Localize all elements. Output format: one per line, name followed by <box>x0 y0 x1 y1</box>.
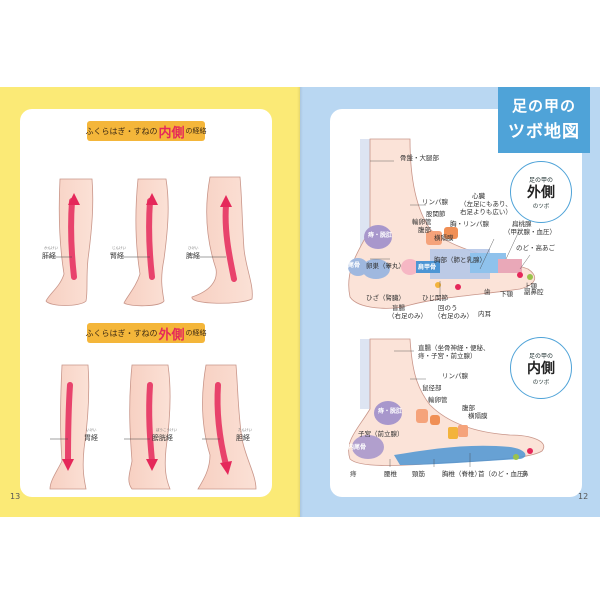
label-rectum: 直腸（坐骨神経・便秘、 <box>418 344 490 352</box>
leg-label-liver: 肝経 <box>42 252 56 260</box>
outer-meridian-banner: ふくらはぎ・すねの外側の経絡 <box>85 323 207 343</box>
right-page-number: 12 <box>578 492 589 501</box>
label-nose: 鼻 <box>522 470 529 478</box>
leg-label-bladder: 膀胱経 <box>152 434 173 442</box>
leg-label-stomach: 胃経 <box>84 434 98 442</box>
label-uterus: 子宮（前立腺） <box>358 430 404 438</box>
label-heart-note-2: 右足よりも広い） <box>460 208 512 216</box>
leg-ruby-3: ひけい <box>188 246 199 250</box>
book-gutter <box>297 87 303 517</box>
leg-inner-2 <box>123 178 169 307</box>
leg-ruby-1: かんけい <box>44 246 58 250</box>
badge-main-text: 外側 <box>527 185 555 201</box>
book-spread: ふくらはぎ・すねの内側の経絡 <box>0 87 600 517</box>
leg-ruby-6: たんけい <box>238 428 252 432</box>
label-sinus: 副鼻腔 <box>524 288 544 296</box>
label-right-only-2: （右足のみ） <box>434 312 473 320</box>
label-lymph-lower: リンパ腺 <box>442 372 468 380</box>
banner-emphasis: 外側 <box>158 327 185 343</box>
label-abdomen-lower: 腹部 <box>462 404 475 412</box>
leg-label-kidney: 腎経 <box>110 252 124 260</box>
label-hemorrhoid-upper: 痔・脱肛 <box>368 232 393 239</box>
label-rectum-note: 痔・子宮・前立腺） <box>418 352 477 360</box>
foot-lower <box>348 338 545 466</box>
label-right-only-1: （右足のみ） <box>388 312 427 320</box>
label-diaphragm-upper: 横隔膜 <box>434 234 454 242</box>
inner-meridian-banner: ふくらはぎ・すねの内側の経絡 <box>85 121 207 141</box>
badge-main-text: 内側 <box>527 361 555 377</box>
label-neck-muscle: 頸筋 <box>412 470 425 478</box>
left-page-number: 13 <box>10 492 21 501</box>
label-heart-note-1: （左足にもあり、 <box>460 200 512 208</box>
label-abdomen-upper: 腹部 <box>418 226 431 234</box>
banner-emphasis: 内側 <box>158 125 185 141</box>
banner-prefix: ふくらはぎ・すねの <box>85 126 158 136</box>
banner-prefix: ふくらはぎ・すねの <box>85 328 158 338</box>
page-title-line2: ツボ地図 <box>508 122 580 142</box>
label-hip-joint-upper: 股関節 <box>426 210 446 218</box>
label-hemorrhoid-bottom: 痔 <box>350 470 357 478</box>
label-pelvis-thigh: 骨盤・大腿部 <box>400 154 439 162</box>
banner-suffix: の経絡 <box>185 127 207 135</box>
label-oviduct-lower: 輸卵管 <box>428 396 448 404</box>
leg-outer-3 <box>197 364 257 490</box>
right-content-card: 骨盤・大腿部 リンパ腺 心臓 （左足にもあり、 右足よりも広い） 胸・リンパ腺 … <box>330 109 582 497</box>
page-title-line1: 足の甲の <box>511 97 576 115</box>
leg-ruby-2: じんけい <box>112 246 126 250</box>
label-groin: 鼠径部 <box>422 384 442 392</box>
label-hemorrhoid-lower: 痔・脱肛 <box>378 408 403 415</box>
left-content-card: ふくらはぎ・すねの内側の経絡 <box>20 109 272 497</box>
leg-inner-3 <box>191 176 253 304</box>
leg-label-spleen: 脾経 <box>186 252 200 260</box>
label-knee: ひざ（腎臓） <box>366 294 405 302</box>
label-neck-throat: 首（のど・血圧） <box>478 470 530 478</box>
label-tonsil: 扁桃腺 <box>512 220 532 228</box>
label-elbow: ひじ関節 <box>422 294 448 302</box>
banner-suffix: の経絡 <box>185 329 207 337</box>
leg-outer-2 <box>128 364 171 490</box>
label-chest-lymph: 胸・リンパ腺 <box>450 220 489 228</box>
label-gallbladder-reflex: 回のう <box>438 304 458 312</box>
label-heart: 心臓 <box>472 192 485 200</box>
label-lymph-upper: リンパ腺 <box>422 198 448 206</box>
leg-ruby-5: ぼうこうけい <box>156 428 177 432</box>
page-title-box: 足の甲の ツボ地図 <box>498 87 590 153</box>
leg-outer-1 <box>49 364 90 490</box>
badge-top-text: 足の甲の <box>528 177 553 184</box>
leg-label-gallbladder: 胆経 <box>236 434 250 442</box>
label-diaphragm-lower: 横隔膜 <box>468 412 488 420</box>
label-thoracic: 胸椎（脊椎） <box>442 470 481 478</box>
label-lumbar: 腰椎 <box>384 470 397 478</box>
legs-illustration <box>44 176 257 490</box>
label-inner-ear: 内耳 <box>478 310 491 318</box>
badge-bottom-text: のツボ <box>532 380 550 386</box>
label-lower-jaw: 下顎 <box>500 290 513 298</box>
label-oviduct-upper: 輸卵管 <box>412 218 432 226</box>
badge-top-text: 足の甲の <box>528 353 553 360</box>
foot-reflexology-illustration <box>348 138 545 467</box>
label-upper-jaw: 上顎 <box>524 282 537 290</box>
foot-upper <box>348 138 536 309</box>
label-scapula: 肩甲骨 <box>418 264 437 271</box>
inner-points-badge: 足の甲の 内側 のツボ <box>510 337 572 399</box>
leader-lines <box>370 160 531 467</box>
leg-ruby-4: いけい <box>86 428 97 432</box>
label-teeth: 歯 <box>484 288 491 296</box>
label-coccyx-lower: 内尾骨 <box>348 444 367 451</box>
label-appendix: 盲腸 <box>392 304 405 312</box>
badge-bottom-text: のツボ <box>532 204 550 210</box>
leg-inner-1 <box>45 178 94 306</box>
label-ovary: 卵巣（睾丸） <box>366 262 405 270</box>
outer-points-badge: 足の甲の 外側 のツボ <box>510 161 572 223</box>
label-chest-lung: 胸部（肺と乳腺） <box>434 256 486 264</box>
label-coccyx-upper: 内尾骨 <box>342 262 361 269</box>
label-throat-jaw: のど・高あご <box>516 244 555 252</box>
label-thyroid: （甲状腺・血圧） <box>504 228 556 236</box>
